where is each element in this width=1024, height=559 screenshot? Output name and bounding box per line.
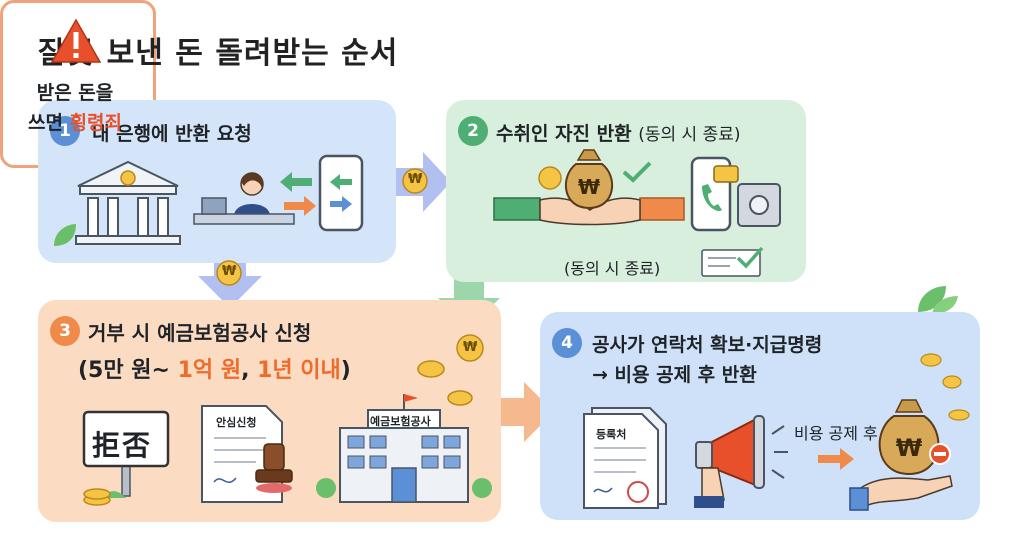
step3-panel: 3 거부 시 예금보험공사 신청 (5만 원~ 1억 원, 1년 이내) 拒否 … <box>38 300 501 522</box>
coin-symbol: ₩ <box>222 264 237 279</box>
coin-symbol: ₩ <box>408 172 423 187</box>
coin-icon <box>456 334 484 362</box>
step3-condition: (5만 원~ 1억 원, 1년 이내) <box>78 352 351 384</box>
kdic-building-label: 예금보험공사 <box>370 415 431 428</box>
coin-symbol: ₩ <box>463 340 478 355</box>
coin-icon <box>447 390 473 406</box>
coin-stack-icon <box>83 488 111 506</box>
warning-triangle-icon <box>50 18 102 63</box>
arrow-3-to-4-icon <box>498 382 554 442</box>
money-bag-icon: ₩ <box>564 149 614 210</box>
step3-heading: 거부 시 예금보험공사 신청 <box>88 321 312 345</box>
step1-heading: 내 은행에 반환 요청 <box>92 123 252 145</box>
step3-period: 1년 이내 <box>257 358 341 383</box>
handshake-icon <box>493 197 685 226</box>
step2-agree-note: (동의 시 종료) <box>564 259 661 278</box>
checklist-icon <box>701 246 764 277</box>
application-form-label: 안심신청 <box>216 416 257 429</box>
step1-badge: 1 <box>50 116 80 146</box>
step3-min: (5만 원~ <box>78 358 178 383</box>
coin-icon <box>402 168 428 194</box>
registry-document-icon <box>583 407 667 509</box>
coin-icon <box>216 260 242 286</box>
safe-icon <box>737 183 781 227</box>
money-bag-deduct-icon: ₩ <box>849 399 953 511</box>
step4-heading-line2: → 비용 공제 후 반환 <box>592 364 757 386</box>
step2-badge: 2 <box>458 116 488 146</box>
leaf-icon <box>54 224 76 246</box>
application-stamp-icon <box>201 405 293 503</box>
kdic-building-icon <box>316 394 492 503</box>
registry-document-label: 등록처 <box>596 428 627 441</box>
money-bag-deduct-symbol: ₩ <box>896 434 923 462</box>
warning-line1: 받은 돈을 <box>36 82 114 104</box>
money-bag-symbol: ₩ <box>578 175 600 199</box>
phone-call-icon <box>690 156 739 232</box>
step3-max-amount: 1억 원 <box>177 358 242 383</box>
step2-heading-sub: (동의 시 종료) <box>638 125 741 145</box>
step2-heading: 수취인 자진 반환 (동의 시 종료) <box>496 119 741 146</box>
step3-comma: , <box>241 358 258 383</box>
step1-panel: 1 내 은행에 반환 요청 <box>38 100 396 263</box>
transfer-arrows-icon <box>280 172 316 216</box>
bank-icon <box>75 160 181 245</box>
warning-line2: 쓰면 횡령죄 <box>0 108 150 135</box>
step3-badge: 3 <box>50 316 80 346</box>
page-title: 잘못 보낸 돈 돌려받는 순서 <box>38 36 399 71</box>
step4-badge: 4 <box>552 328 582 358</box>
step4-panel: 4 공사가 연락처 확보·지급명령 → 비용 공제 후 반환 등록처 비용 공제… <box>540 312 980 520</box>
coin-icon <box>920 353 942 367</box>
phone-transfer-icon <box>318 154 364 232</box>
coin-icon <box>417 360 445 378</box>
deduct-label: 비용 공제 후 <box>794 424 878 443</box>
coin-icon <box>942 375 962 389</box>
coin-icon <box>538 166 562 190</box>
step4-heading-line1: 공사가 연락처 확보·지급명령 <box>592 334 823 356</box>
step2-panel: 2 수취인 자진 반환 (동의 시 종료) ₩ (동의 시 종료) <box>446 100 806 282</box>
step2-heading-main: 수취인 자진 반환 <box>496 123 632 145</box>
step3-close: ) <box>340 358 351 383</box>
megaphone-icon <box>694 415 788 508</box>
leaf-icon <box>918 286 958 314</box>
bank-clerk-icon <box>193 172 295 225</box>
coin-icon <box>948 409 970 421</box>
arrow-right-icon <box>818 448 854 470</box>
checkmark-icon <box>622 161 652 183</box>
warning-crime: 횡령죄 <box>69 112 123 134</box>
warning-line2-prefix: 쓰면 <box>27 112 70 134</box>
reject-sign-text: 拒否 <box>92 429 153 462</box>
